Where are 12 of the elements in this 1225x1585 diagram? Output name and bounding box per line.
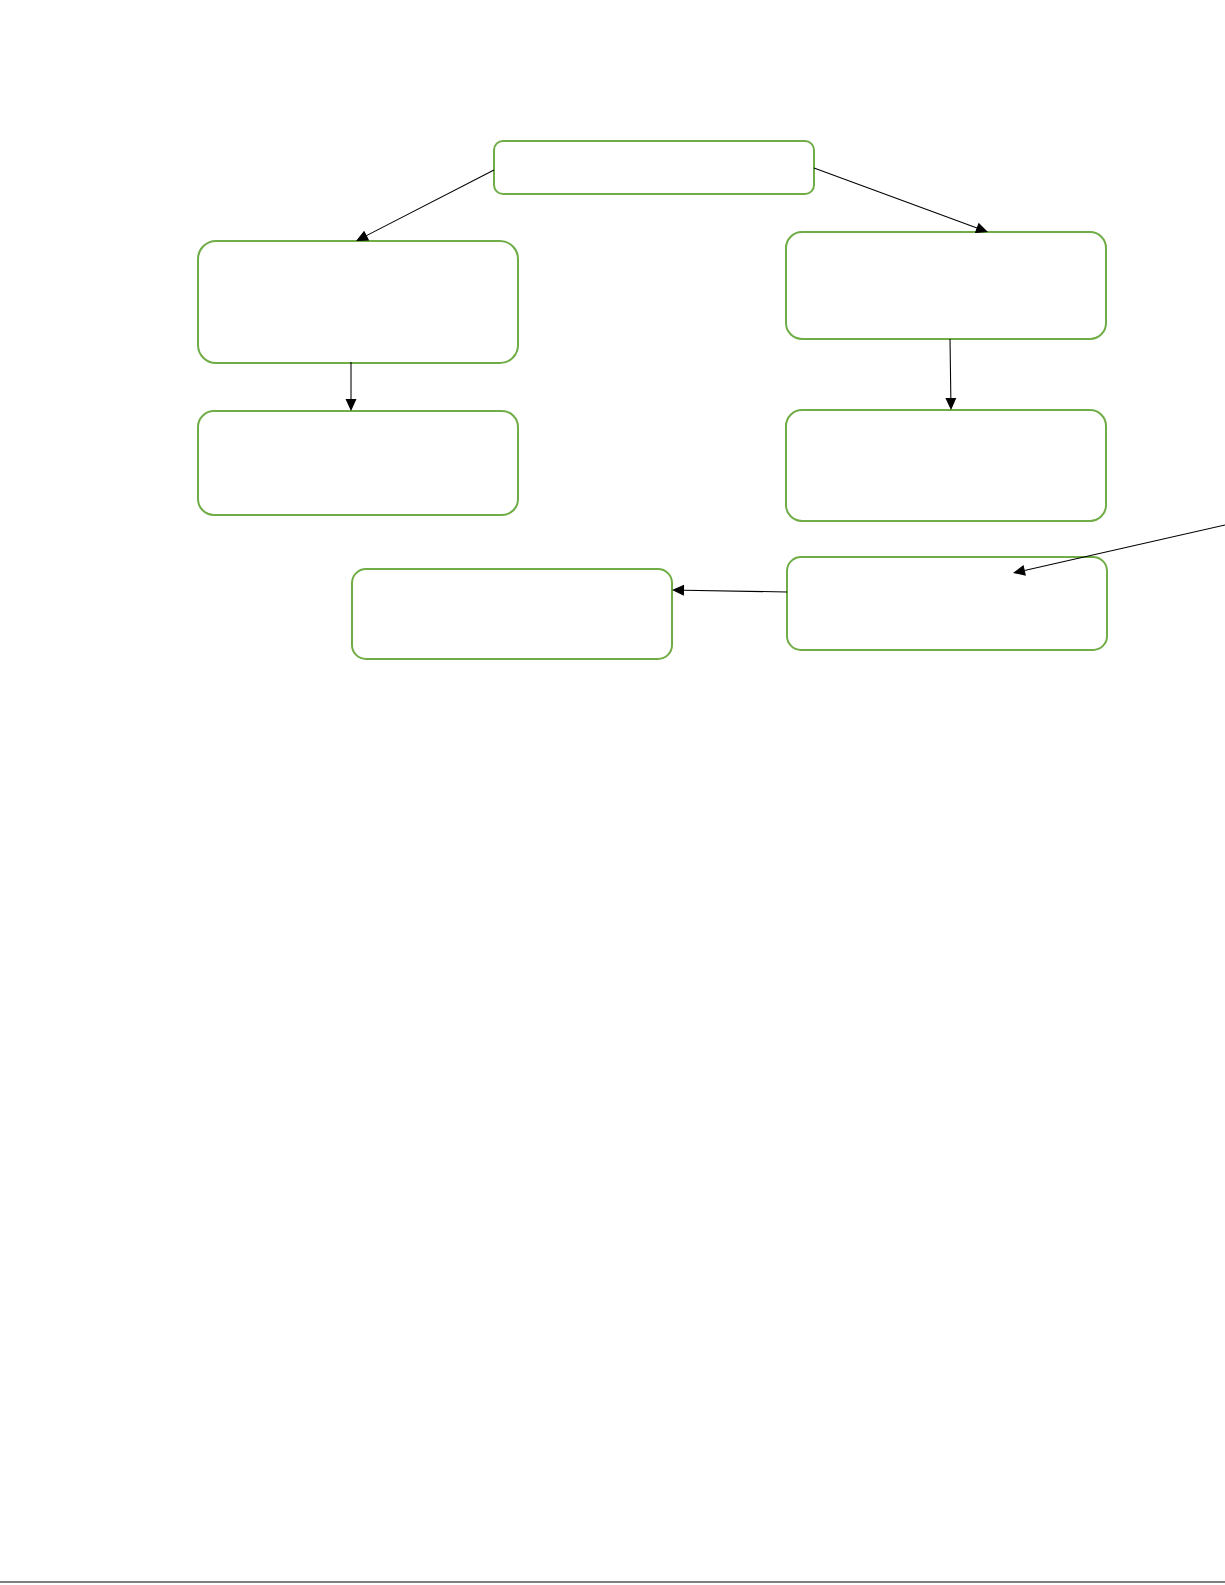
arrow	[345, 361, 357, 411]
rounded-box	[493, 140, 815, 195]
arrow	[813, 167, 988, 233]
rounded-box	[197, 410, 519, 516]
rounded-box	[786, 556, 1108, 651]
arrow	[356, 169, 495, 241]
rounded-box	[785, 231, 1107, 340]
arrow	[945, 338, 957, 410]
rounded-box	[197, 240, 519, 364]
arrow	[1013, 524, 1225, 576]
rounded-box	[785, 409, 1107, 522]
rounded-box	[351, 568, 673, 660]
